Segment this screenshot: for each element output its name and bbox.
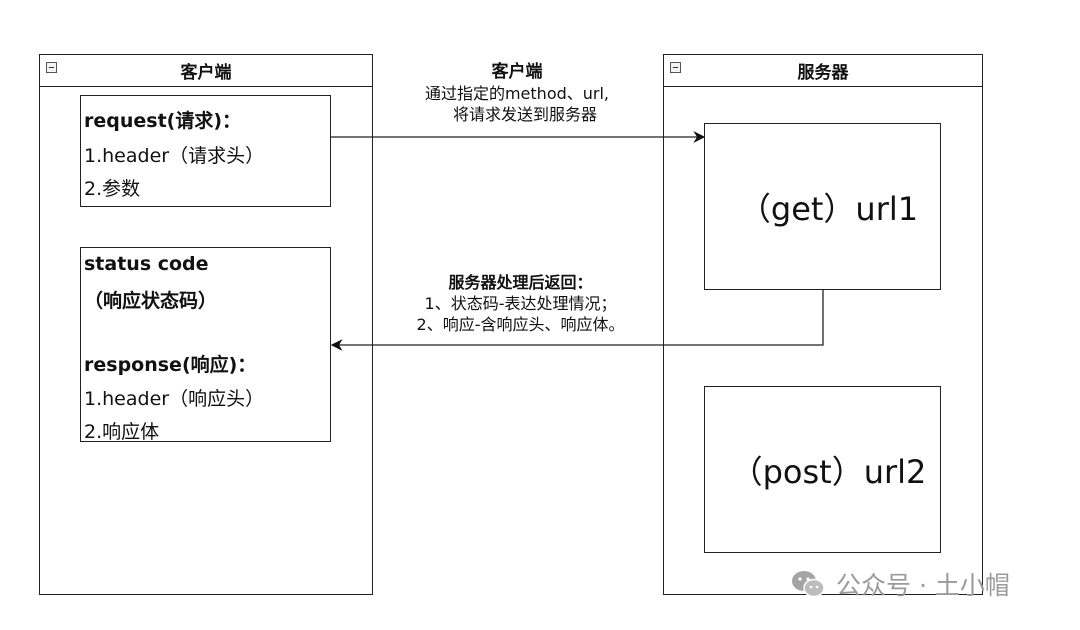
endpoint-post-label: （post）url2 [730,452,927,491]
client-panel-title: 客户端 [180,63,232,83]
endpoint-get-label: （get）url1 [738,189,919,228]
request-title: request(请求)： [84,110,242,132]
response-message-title: 服务器处理后返回： [448,273,593,292]
request-box: request(请求)： 1.header（请求头） 2.参数 [80,95,331,207]
status-code-subtitle: （响应状态码） [84,290,218,312]
response-line-header: 1.header（响应头） [84,388,265,410]
client-panel-header: 客户端 [40,55,372,87]
status-code-title: status code [84,253,209,275]
collapse-icon[interactable] [670,62,681,73]
watermark: 公众号 · 土小帽 [790,566,1010,602]
response-line-body: 2.响应体 [84,421,160,443]
request-message-line1: 通过指定的method、url, [424,84,610,103]
server-panel-header: 服务器 [664,55,982,87]
wechat-icon [792,571,825,598]
server-panel-title: 服务器 [797,63,849,83]
endpoint-box-post: （post）url2 [704,386,941,553]
response-title: response(响应)： [84,354,257,376]
collapse-icon[interactable] [46,62,57,73]
request-message-line2: 将请求发送到服务器 [452,105,597,124]
endpoint-box-get: （get）url1 [704,123,941,290]
response-message: 服务器处理后返回： 1、状态码-表达处理情况； 2、响应-含响应头、响应体。 [378,272,663,335]
watermark-text: 公众号 · 土小帽 [836,571,1010,600]
response-message-line2: 2、响应-含响应头、响应体。 [416,315,625,334]
request-message: 客户端 通过指定的method、url, 将请求发送到服务器 [392,62,642,125]
request-line-params: 2.参数 [84,178,141,200]
request-message-title: 客户端 [491,62,543,82]
response-arrow [330,290,824,351]
response-box: status code （响应状态码） response(响应)： 1.head… [80,247,331,443]
request-line-header: 1.header（请求头） [84,145,265,167]
response-message-line1: 1、状态码-表达处理情况； [424,294,617,313]
